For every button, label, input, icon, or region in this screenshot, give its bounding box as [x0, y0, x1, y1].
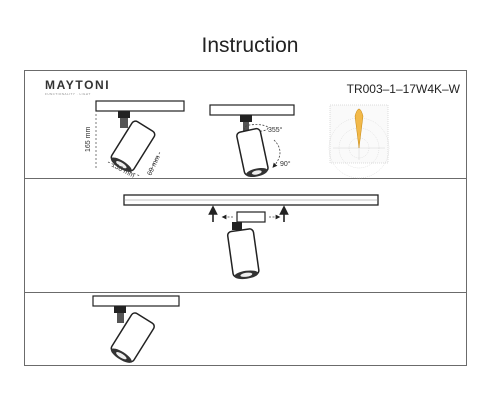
dimension-figure: 165 mm 138 mm 69 mm	[85, 100, 185, 180]
track-mounting-figure	[123, 194, 379, 280]
light-distribution-diagram	[328, 104, 390, 179]
installed-fixture-figure	[92, 295, 180, 363]
page-title: Instruction	[201, 34, 299, 57]
section-divider-2	[24, 292, 467, 293]
rotation-horizontal-label: 355°	[268, 126, 283, 134]
dimension-diameter-label: 69 mm	[146, 154, 161, 177]
instruction-frame	[24, 70, 467, 366]
brand-tagline: FUNCTIONALITY · LIGHT	[45, 92, 91, 96]
rotation-vertical-label: 90°	[280, 160, 291, 168]
rotation-figure: 355° 90°	[209, 104, 295, 178]
brand-logo: MAYTONI	[45, 78, 111, 92]
section-divider-1	[24, 178, 467, 179]
dimension-height-label: 165 mm	[85, 127, 92, 152]
model-number: TR003–1–17W4K–W	[346, 82, 460, 96]
